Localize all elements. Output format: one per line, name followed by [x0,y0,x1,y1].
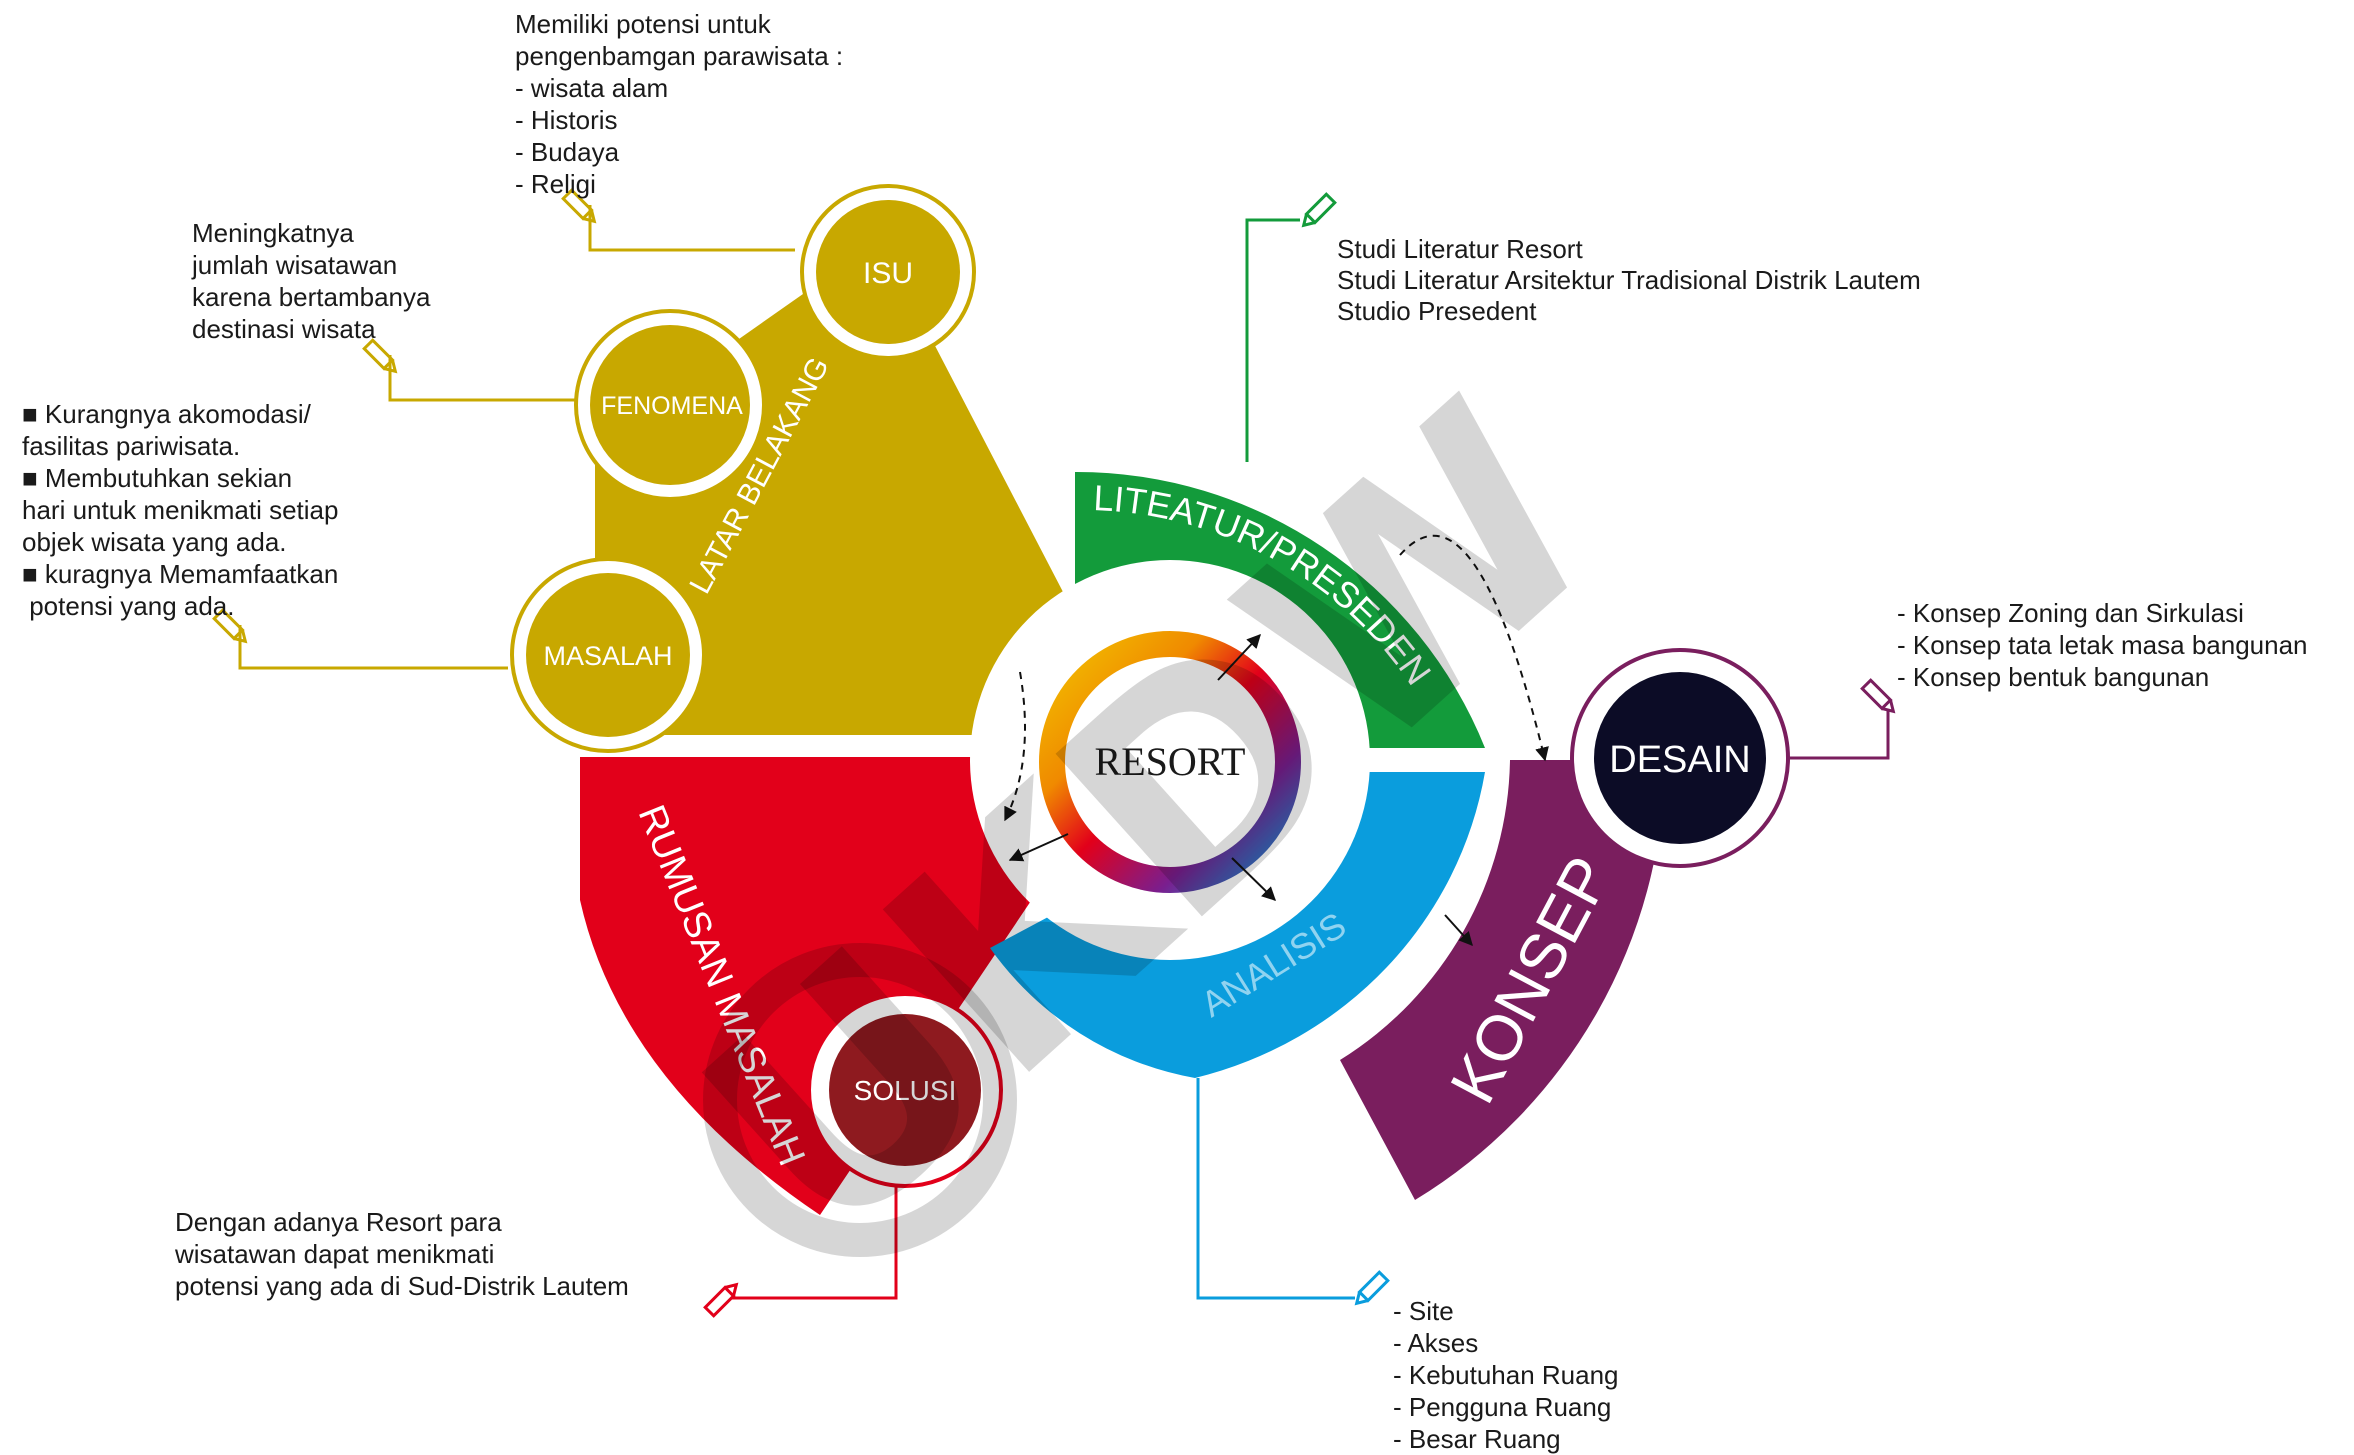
note-line: Studi Literatur Arsitektur Tradisional D… [1337,265,1921,295]
watermark-copyright-mark [703,943,1017,1257]
note-line: destinasi wisata [192,314,376,344]
note-line: objek wisata yang ada. [22,527,287,557]
note-line: - Kebutuhan Ruang [1393,1360,1619,1390]
note-line: - Besar Ruang [1393,1424,1561,1454]
note-line: - Religi [515,169,596,199]
rumusan-masalah-segment [580,757,1045,1215]
note-line: - Historis [515,105,618,135]
note-line: fasilitas pariwisata. [22,431,240,461]
note-line: - Budaya [515,137,620,167]
pen-icon [362,338,398,374]
resort-core [1067,659,1273,865]
resort-label: RESORT [1095,739,1246,784]
resort-ring [1039,631,1301,893]
note-line: ■ kuragnya Memamfaatkan [22,559,338,589]
pen-icon [1301,192,1337,228]
pen-icon [561,188,597,224]
dashed-arrow-latar-rumusan [1004,671,1026,822]
literatur-connector [1245,218,1300,462]
analisis-note: - Site- Akses- Kebutuhan Ruang- Pengguna… [1393,1296,1619,1454]
note-line: Dengan adanya Resort para [175,1207,502,1237]
note-line: - Akses [1393,1328,1478,1358]
pen-icon [212,608,248,644]
analisis-connector [1196,1078,1355,1300]
masalah-node [526,573,690,737]
solusi-node [829,1014,981,1166]
fenomena-node [590,325,750,485]
arrow-to-analisis [1231,857,1277,901]
note-line: Studi Literatur Resort [1337,234,1583,264]
pen-icon [1860,678,1896,714]
note-line: Meningkatnya [192,218,354,248]
note-line: potensi yang ada. [22,591,235,621]
note-line: hari untuk menikmati setiap [22,495,338,525]
solusi-connector [732,1165,898,1300]
fenomena-label: FENOMENA [601,392,743,420]
desain-label: DESAIN [1609,739,1750,781]
pen-icon [703,1282,739,1318]
note-line: - Site [1393,1296,1454,1326]
masalah-connector [238,625,508,670]
note-line: ■ Membutuhkan sekian [22,463,292,493]
konsep-segment [1340,760,1665,1200]
isu-label: ISU [863,257,913,290]
note-line: - wisata alam [515,73,668,103]
note-line: Memiliki potensi untuk [515,9,772,39]
note-line: Studio Presedent [1337,296,1537,326]
note-line: - Konsep Zoning dan Sirkulasi [1897,598,2244,628]
arrow-analisis-konsep [1444,914,1473,947]
solusi-label: SOLUSI [854,1075,957,1106]
fenomena-connector [388,355,575,402]
masalah-note: ■ Kurangnya akomodasi/fasilitas pariwisa… [22,399,338,621]
pen-icon [1354,1270,1390,1306]
note-line: - Konsep tata letak masa bangunan [1897,630,2308,660]
note-line: pengenbamgan parawisata : [515,41,843,71]
note-line: - Pengguna Ruang [1393,1392,1611,1422]
masalah-label: MASALAH [543,641,672,671]
isu-node [816,200,960,344]
arrow-to-rumusan [1008,833,1069,862]
note-line: potensi yang ada di Sud-Distrik Lautem [175,1271,629,1301]
note-line: - Konsep bentuk bangunan [1897,662,2209,692]
arrow-to-literatur [1217,633,1261,681]
desain-node [1594,672,1766,844]
note-line: jumlah wisatawan [191,250,397,280]
note-line: karena bertambanya [192,282,431,312]
note-line: ■ Kurangnya akomodasi/ [22,399,312,429]
note-line: wisatawan dapat menikmati [174,1239,494,1269]
desain-note: - Konsep Zoning dan Sirkulasi- Konsep ta… [1897,598,2308,692]
isu-connector [588,205,795,252]
desain-connector [1788,710,1890,760]
